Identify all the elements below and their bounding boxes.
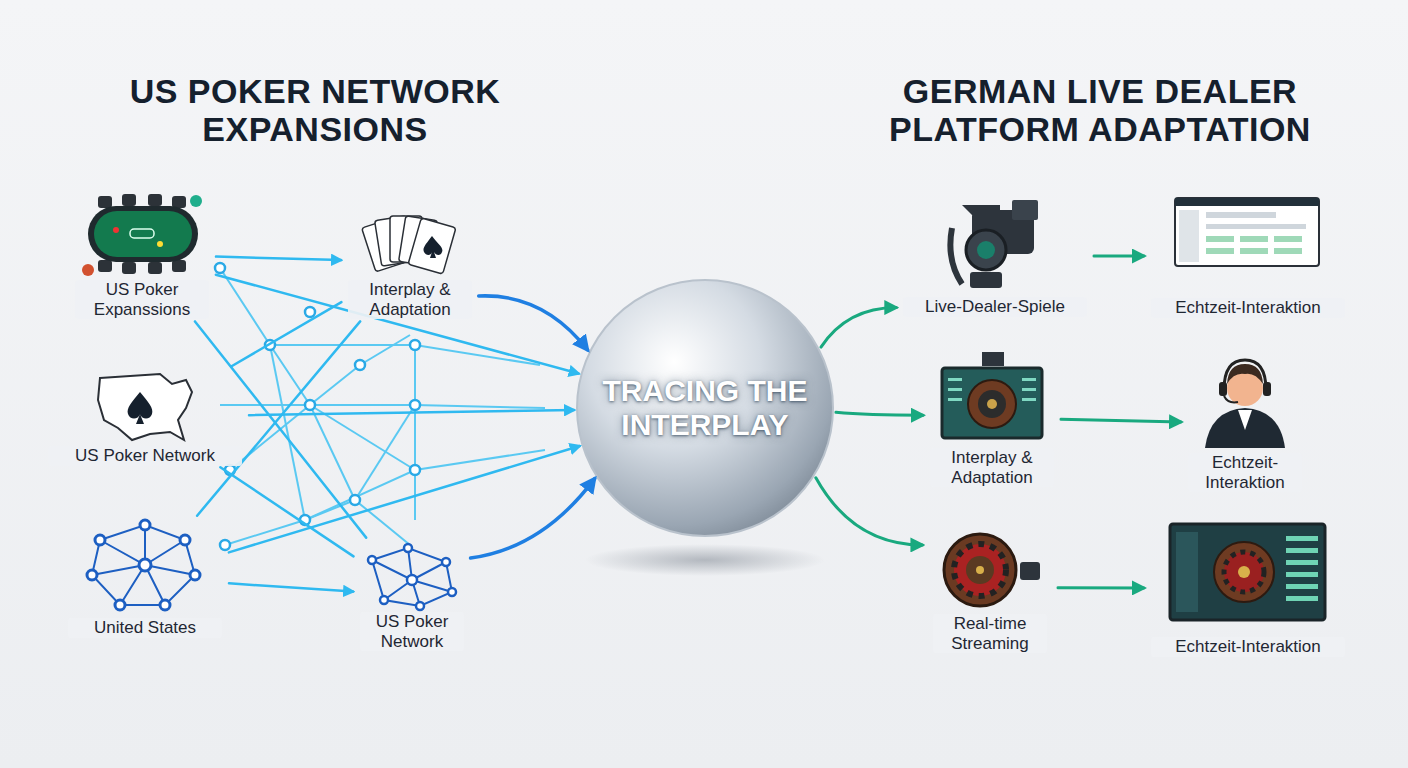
node-caption: US Poker Network: [360, 612, 464, 651]
connector-arrow: [249, 410, 574, 415]
connector-arrow: [1094, 254, 1144, 257]
node-caption: Echtzeit-Interaktion: [1151, 637, 1345, 657]
connector-arrow: [1061, 419, 1181, 422]
icon-node: Echtzeit-Interaktion: [1147, 520, 1349, 657]
connector-arrow: [197, 321, 360, 515]
camera-icon: [950, 200, 1038, 288]
connector-arrow: [471, 479, 595, 558]
connector-arrow: [195, 321, 366, 537]
connector-arrow: [816, 478, 923, 545]
icon-node: US Poker Network: [44, 368, 246, 466]
connector-arrow: [229, 583, 353, 591]
central-orb: TRACING THE INTERPLAY: [577, 280, 833, 536]
node-caption: Live-Dealer-Spiele: [903, 297, 1087, 317]
dashboard-screen-icon: [1175, 198, 1319, 266]
roulette-dashboard-icon: [1170, 524, 1325, 620]
network-icon: [87, 520, 200, 610]
connector-arrow: [231, 302, 341, 366]
node-caption: Echtzeit-Interaktion: [1188, 453, 1302, 492]
cards-icon: [362, 216, 456, 274]
connector-arrow: [479, 296, 588, 350]
icon-node: Interplay & Adaptation: [926, 348, 1058, 487]
icon-node: US Poker Expanssions: [71, 190, 213, 319]
node-caption: Echtzeit-Interaktion: [1151, 298, 1345, 318]
icon-node: Interplay & Adaptation: [344, 205, 476, 319]
connector-arrow: [821, 308, 896, 348]
node-caption: Interplay & Adaptation: [930, 448, 1054, 487]
mesh: [220, 268, 545, 545]
connector-arrow: [220, 467, 353, 556]
node-caption: United States: [68, 618, 222, 638]
node-caption: US Poker Expanssions: [75, 280, 209, 319]
node-caption: Real-time Streaming: [933, 614, 1047, 653]
section-heading: GERMAN LIVE DEALER PLATFORM ADAPTATION: [860, 72, 1340, 148]
roulette-wheel-icon: [944, 534, 1040, 606]
us-map-icon: [98, 374, 192, 440]
network-icon: [368, 544, 456, 610]
icon-node: US Poker Network: [356, 540, 468, 651]
connector-arrow: [216, 275, 579, 374]
node-caption: US Poker Network: [48, 446, 242, 466]
icon-node: United States: [64, 518, 226, 638]
orb: [577, 280, 833, 536]
orb-label: TRACING THE INTERPLAY: [598, 374, 813, 443]
roulette-screen-icon: [942, 352, 1042, 438]
icon-node: Live-Dealer-Spiele: [899, 195, 1091, 317]
icon-node: Real-time Streaming: [925, 522, 1055, 653]
poker-table-icon: [82, 194, 202, 276]
icon-node: Echtzeit-Interaktion: [1147, 195, 1349, 318]
node-caption: Interplay & Adaptation: [348, 280, 472, 319]
connector-arrow: [836, 412, 923, 415]
connector-arrow: [1058, 586, 1144, 589]
connector-arrow: [216, 257, 341, 260]
connector-arrow: [229, 446, 580, 552]
support-agent-icon: [1205, 360, 1285, 448]
section-heading: US POKER NETWORK EXPANSIONS: [115, 72, 515, 148]
icon-node: Echtzeit-Interaktion: [1184, 355, 1306, 492]
